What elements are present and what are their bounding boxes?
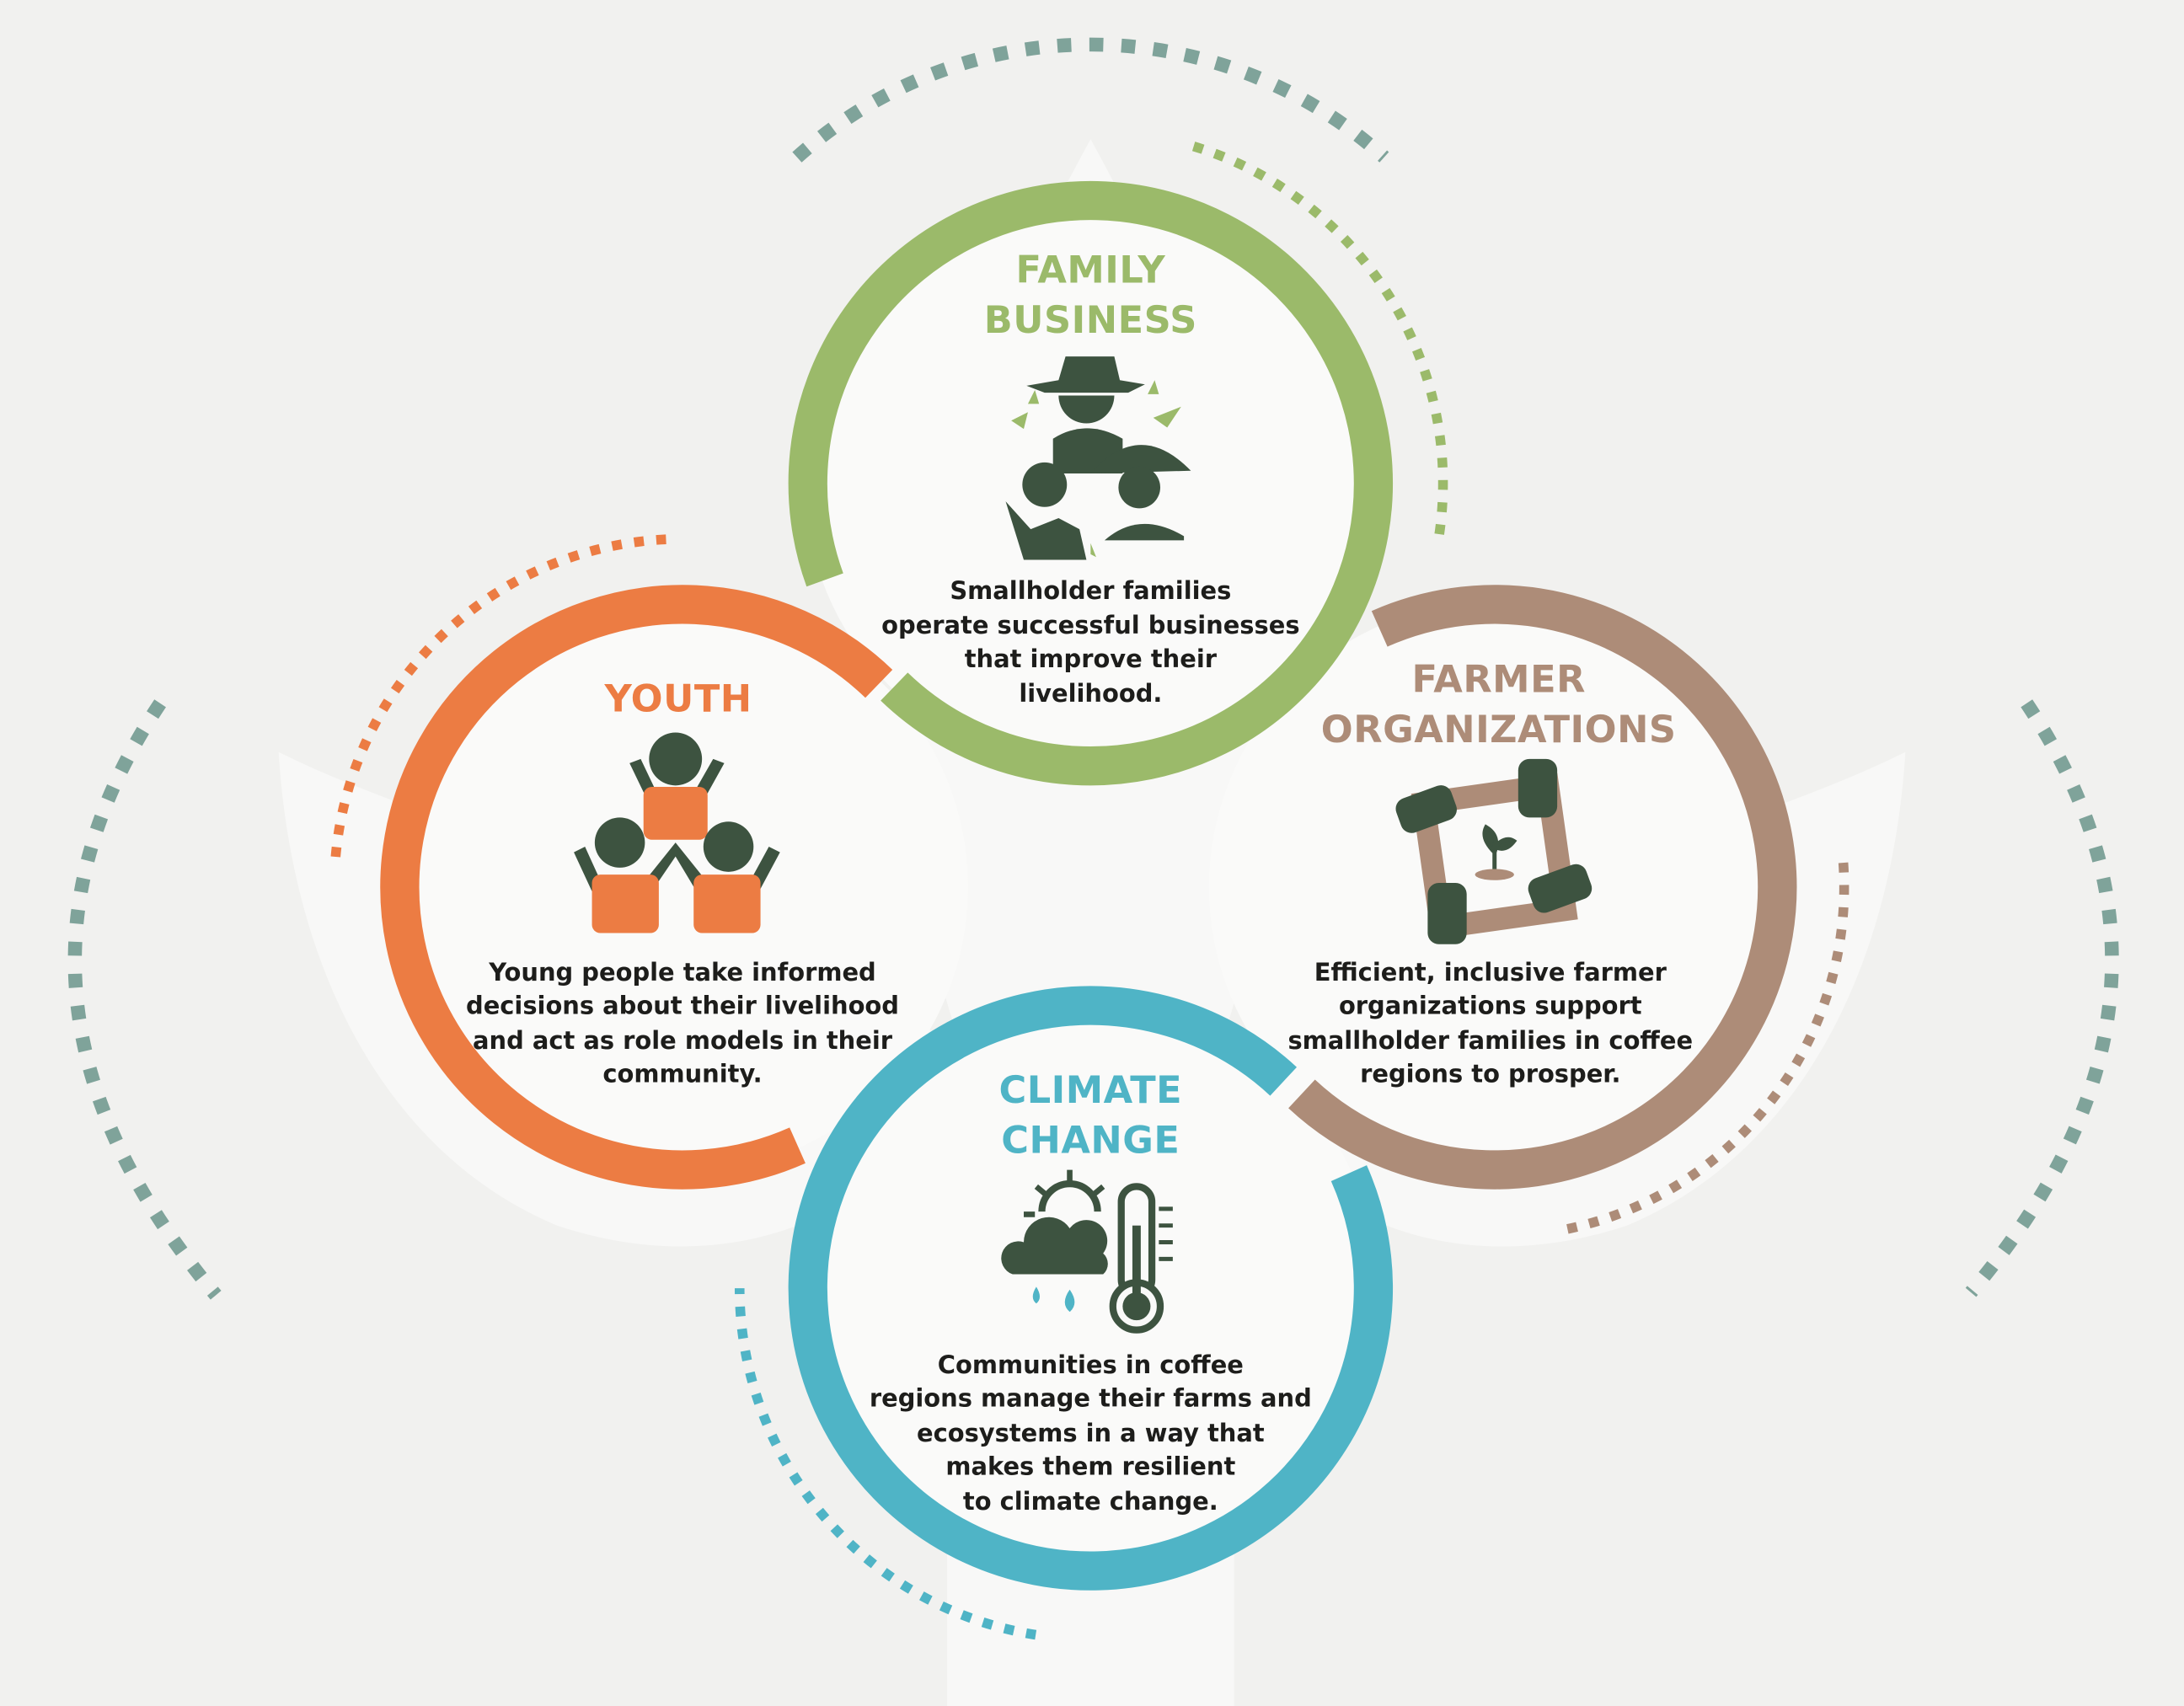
climate-description-line: Communities in coffee [938,1350,1244,1379]
rings [380,180,1797,1591]
climate-title-line: CHANGE [1001,1119,1180,1163]
family-business-section: FAMILY BUSINESS Smallholder families ope… [881,249,1299,709]
family-description-line: Smallholder families [950,576,1231,605]
family-ring [788,180,1394,786]
climate-description-line: regions manage their farms and [870,1384,1312,1413]
climate-disc [805,1003,1377,1574]
circle-backgrounds [397,197,1780,1574]
farmer-description-line: organizations support [1339,991,1642,1019]
left-dotted-arc [67,699,222,1300]
youth-description-line: community. [602,1059,762,1088]
youth-description-line: and act as role models in their [473,1026,893,1055]
climate-description-line: to climate change. [963,1487,1218,1516]
youth-description-line: Young people take informed [488,958,876,987]
family-description-line: livelihood. [1019,679,1162,708]
youth-title: YOUTH [603,677,752,721]
farmer-ring [1288,585,1797,1190]
farmer-organizations-section: FARMER ORGANIZATIONS Efficient, inclusiv… [1287,658,1693,1088]
climate-description-line: ecosystems in a way that [917,1419,1265,1447]
farmer-dotted-arc [1566,862,1849,1234]
top-dotted-arc [792,37,1389,163]
family-icon [1005,356,1191,560]
youth-ring [380,585,893,1190]
family-description-line: that improve their [965,644,1218,673]
youth-section: YOUTH Young people take informed decisio… [466,677,899,1088]
youth-description-line: decisions about their livelihood [466,991,899,1019]
farmer-organizations-icon [1395,758,1592,944]
youth-disc [397,602,968,1173]
farmer-description-line: smallholder families in coffee [1287,1026,1693,1055]
family-dotted-arc [1191,142,1448,539]
family-title-line: BUSINESS [984,298,1197,342]
youth-icon [574,732,780,933]
climate-icon [1001,1169,1173,1334]
farmer-title-line: ORGANIZATIONS [1321,708,1677,751]
family-description-line: operate successful businesses [881,611,1299,639]
farmer-disc [1208,602,1780,1173]
farmer-description-line: regions to prosper. [1360,1059,1620,1088]
family-title-line: FAMILY [1016,249,1166,292]
climate-dotted-arc [734,1288,1037,1640]
climate-description-line: makes them resilient [945,1452,1235,1481]
dotted-arcs [67,37,2119,1640]
climate-ring [788,986,1394,1591]
farmer-title-line: FARMER [1411,658,1586,702]
right-dotted-arc [1965,699,2119,1297]
climate-title-line: CLIMATE [999,1068,1183,1112]
youth-dotted-arc [330,534,671,858]
farmer-description-line: Efficient, inclusive farmer [1314,958,1667,987]
family-disc [805,197,1377,769]
climate-change-section: CLIMATE CHANGE Communities in coffee reg… [870,1068,1312,1516]
